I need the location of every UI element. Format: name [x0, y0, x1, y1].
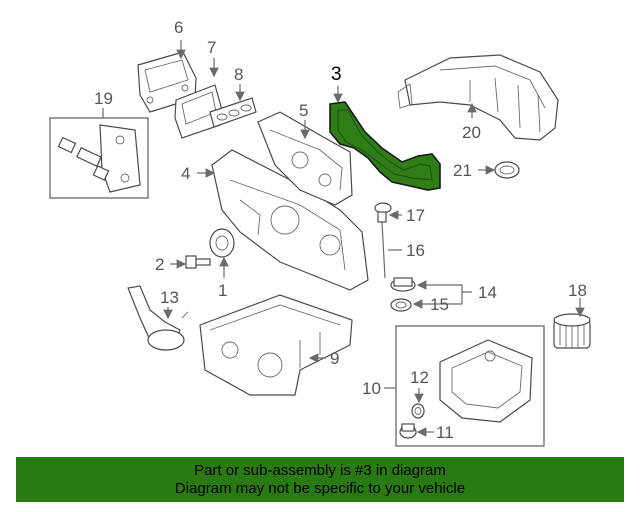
part-1-pulley: [209, 228, 235, 258]
callout-16: 16: [406, 241, 425, 260]
part-13-oil-pickup: [127, 285, 189, 351]
part-14-filler-cap: [390, 277, 416, 292]
info-banner: Part or sub-assembly is #3 in diagram Di…: [16, 457, 624, 502]
part-20-intake-manifold: [397, 54, 559, 141]
callout-1: 1: [218, 281, 227, 300]
leader-lines: [102, 40, 585, 437]
parts-diagram: 6 7 8 19 3 5 4 20 21 17 16 2 1 13 14 15 …: [49, 18, 591, 447]
callout-20: 20: [462, 123, 481, 142]
callout-7: 7: [207, 38, 216, 57]
part-11-drain-plug: [399, 423, 417, 439]
banner-line-2: Diagram may not be specific to your vehi…: [174, 480, 466, 497]
part-2-bolt: [185, 255, 211, 269]
part-12-washer: [411, 403, 425, 419]
part-18-oil-filter: [553, 313, 591, 349]
part-15-seal: [390, 298, 412, 312]
callout-5: 5: [299, 101, 308, 120]
part-16-17-dipstick: [374, 202, 392, 279]
part-5-cover: [257, 111, 353, 206]
callout-8: 8: [234, 65, 243, 84]
callout-11: 11: [436, 423, 454, 442]
callout-21: 21: [453, 161, 472, 180]
callout-19: 19: [94, 89, 113, 108]
callout-numbers: 6 7 8 19 3 5 4 20 21 17 16 2 1 13 14 15 …: [94, 18, 587, 442]
part-19-assembly-box: [49, 117, 149, 199]
callout-14: 14: [478, 283, 497, 302]
callout-10: 10: [362, 379, 381, 398]
callout-2: 2: [155, 255, 164, 274]
callout-18: 18: [568, 281, 587, 300]
part-3-highlighted-gasket: [329, 101, 441, 191]
callout-9: 9: [330, 349, 339, 368]
callout-12: 12: [410, 368, 429, 387]
part-9-oil-pan-upper: [199, 294, 353, 396]
callout-3: 3: [331, 64, 342, 85]
callout-4: 4: [181, 164, 190, 183]
part-8-small-gasket: [209, 97, 257, 128]
part-21-o-ring: [494, 161, 520, 179]
callout-13: 13: [160, 288, 179, 307]
part-10-oil-pan-box: [395, 325, 545, 447]
callout-15: 15: [430, 295, 449, 314]
callout-17: 17: [406, 206, 425, 225]
banner-line-1: Part or sub-assembly is #3 in diagram: [194, 462, 446, 479]
callout-6: 6: [174, 18, 183, 37]
